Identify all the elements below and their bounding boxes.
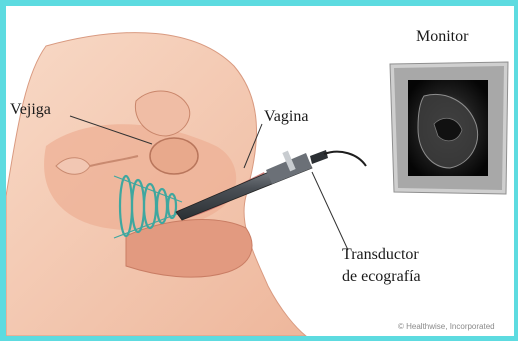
vagina-label: Vagina: [264, 108, 308, 126]
monitor-device: [390, 62, 508, 194]
illustration-canvas: Vejiga Vagina Monitor Transductor de eco…: [6, 6, 514, 336]
monitor-label: Monitor: [416, 28, 468, 46]
bladder-label: Vejiga: [10, 101, 51, 119]
lower-tissue: [126, 220, 252, 278]
bladder-organ: [150, 138, 198, 174]
transducer-label-line1: Transductor: [342, 246, 419, 264]
transducer-leader-line: [312, 172, 348, 250]
transducer-cable: [324, 152, 366, 166]
anatomy-illustration: [6, 6, 514, 336]
transducer-label-line2: de ecografía: [342, 268, 421, 286]
copyright-credit: © Healthwise, Incorporated: [398, 322, 495, 331]
